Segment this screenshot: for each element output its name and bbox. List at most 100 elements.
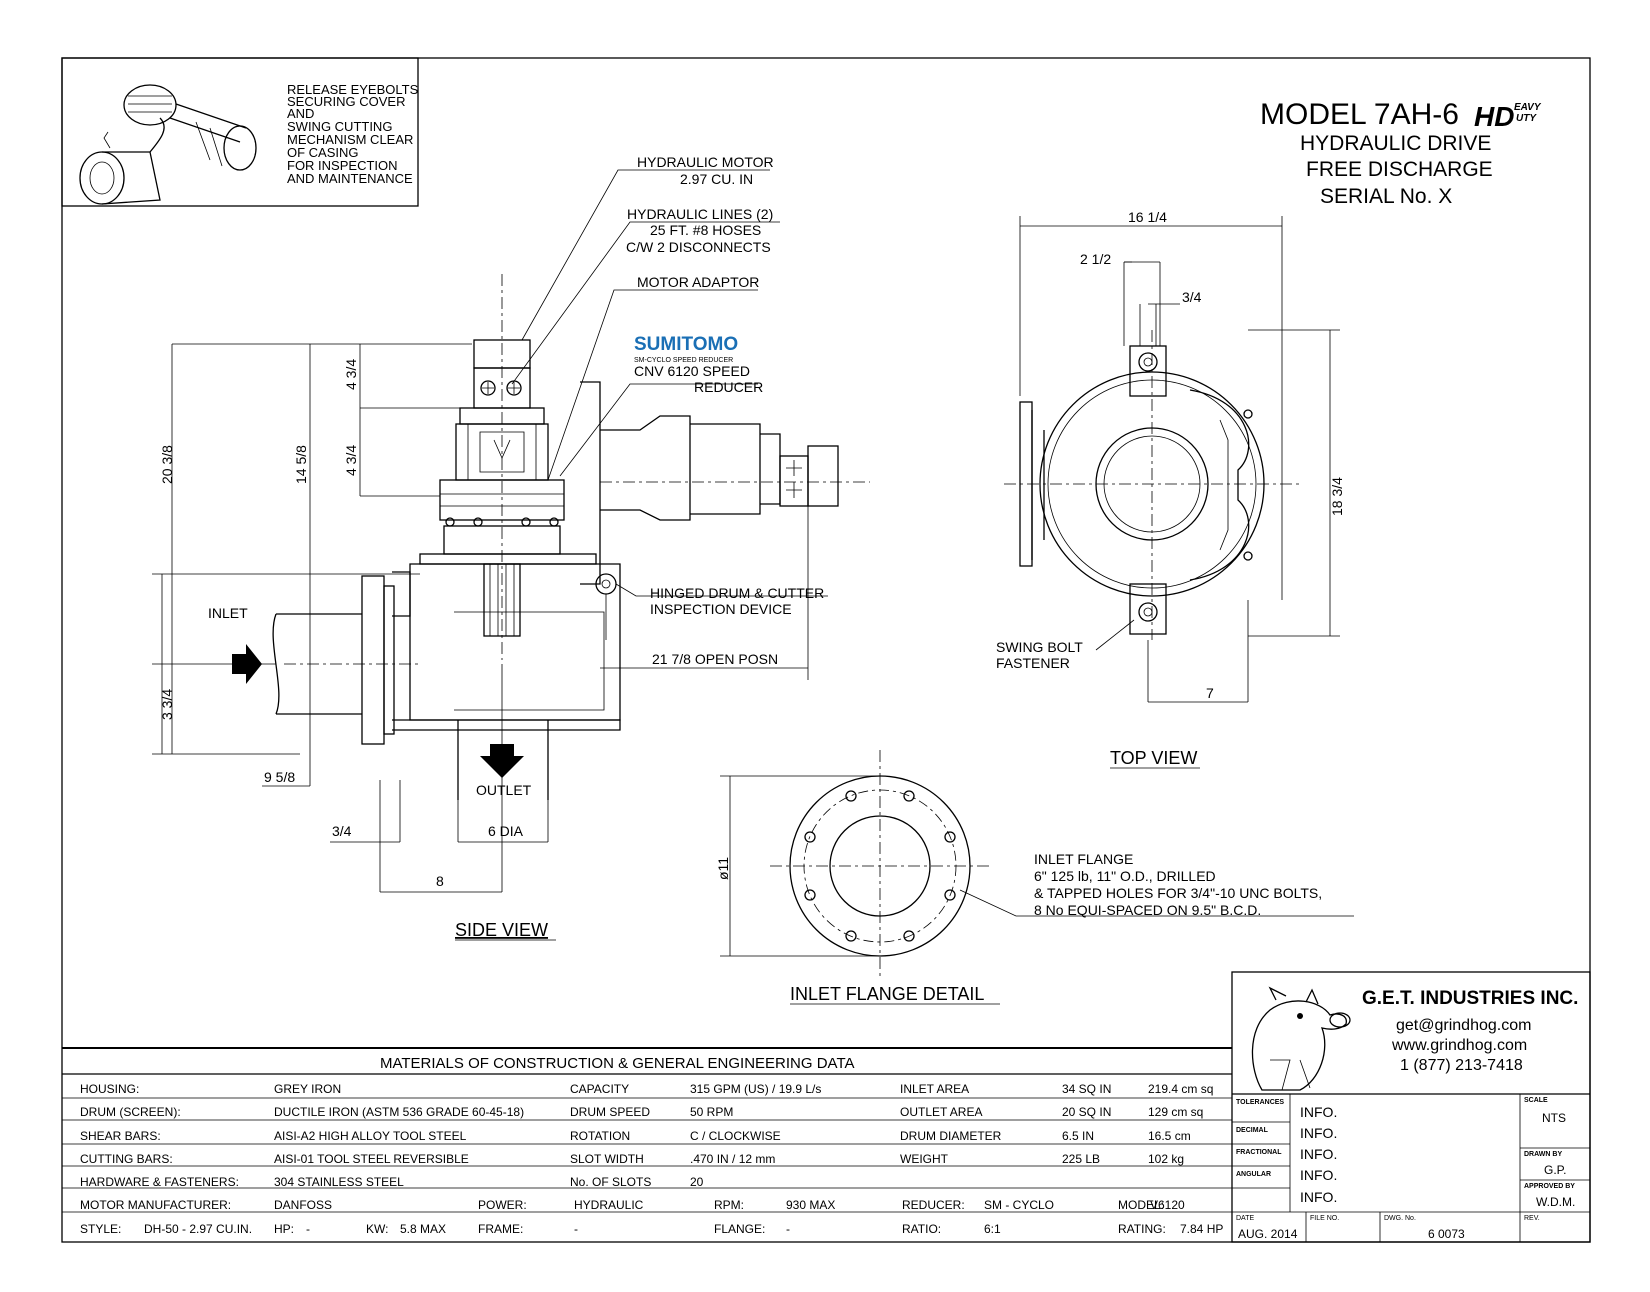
model-title: MODEL 7AH-6	[1260, 98, 1459, 131]
table-cell: SHEAR BARS:	[80, 1129, 161, 1143]
table-cell: 315 GPM (US) / 19.9 L/s	[690, 1082, 821, 1096]
date-label: DATE	[1236, 1215, 1254, 1222]
note-line: AND	[287, 106, 314, 121]
hd-logo: HD EAVY UTY	[1474, 101, 1542, 132]
table-cell: HARDWARE & FASTENERS:	[80, 1175, 239, 1189]
table-cell: 20 SQ IN	[1062, 1105, 1111, 1119]
callout-reducer-2: REDUCER	[694, 379, 763, 395]
note-line: MECHANISM CLEAR	[287, 132, 413, 147]
title-line2: FREE DISCHARGE	[1306, 158, 1493, 181]
callout-motor-adaptor: MOTOR ADAPTOR	[637, 274, 759, 290]
file-label: FILE NO.	[1310, 1215, 1339, 1222]
approved-value: W.D.M.	[1536, 1195, 1575, 1209]
rev-label: REV.	[1524, 1215, 1540, 1222]
dim-4-3-4-b: 4 3/4	[343, 445, 359, 476]
drawn-value: G.P.	[1544, 1163, 1566, 1177]
title-line3: SERIAL No. X	[1320, 185, 1452, 208]
dim-7: 7	[1206, 685, 1214, 701]
dim-14-5-8: 14 5/8	[293, 445, 309, 484]
table-cell: 50 RPM	[690, 1105, 733, 1119]
table-cell: 5.8 MAX	[400, 1222, 446, 1236]
callout-hyd-motor-2: 2.97 CU. IN	[680, 171, 753, 187]
callout-swing-bolt: SWING BOLT	[996, 639, 1083, 655]
table-cell: CUTTING BARS:	[80, 1152, 173, 1166]
dim-20-3-8: 20 3/8	[159, 445, 175, 484]
table-cell: RPM:	[714, 1198, 744, 1212]
grindhog-logo-icon	[1251, 986, 1351, 1091]
table-cell: 20	[690, 1175, 704, 1189]
table-cell: No. OF SLOTS	[570, 1175, 651, 1189]
callout-hinged-2: INSPECTION DEVICE	[650, 601, 792, 617]
table-cell: -	[574, 1222, 578, 1236]
company-name: G.E.T. INDUSTRIES INC.	[1362, 988, 1578, 1009]
dim-3-3-4: 3 3/4	[159, 689, 175, 720]
note-line: SECURING COVER	[287, 94, 405, 109]
hd-logo-letters: HD	[1474, 101, 1514, 132]
table-cell: DRUM DIAMETER	[900, 1129, 1002, 1143]
table-cell: 7.84 HP	[1180, 1222, 1223, 1236]
table-cell: MOTOR MANUFACTURER:	[80, 1198, 231, 1212]
table-cell: WEIGHT	[900, 1152, 949, 1166]
table-cell: AISI-A2 HIGH ALLOY TOOL STEEL	[274, 1129, 467, 1143]
table-cell: 6:1	[984, 1222, 1001, 1236]
materials-table: MATERIALS OF CONSTRUCTION & GENERAL ENGI…	[62, 1047, 1232, 1213]
table-cell: .470 IN / 12 mm	[690, 1152, 775, 1166]
callout-reducer: CNV 6120 SPEED	[634, 363, 750, 379]
table-cell: 6.5 IN	[1062, 1129, 1094, 1143]
dwg-label: DWG. No.	[1384, 1215, 1416, 1222]
table-cell: C / CLOCKWISE	[690, 1129, 781, 1143]
view-labels: SIDE VIEW TOP VIEW INLET FLANGE DETAIL	[455, 748, 1200, 1005]
flange-note-4: 8 No EQUI-SPACED ON 9.5" B.C.D.	[1034, 902, 1261, 918]
table-cell: DUCTILE IRON (ASTM 536 GRADE 60-45-18)	[274, 1105, 524, 1119]
scale-label: SCALE	[1524, 1097, 1548, 1104]
frac-label: FRACTIONAL	[1236, 1149, 1282, 1156]
table-cell: 102 kg	[1148, 1152, 1184, 1166]
table-cell: HP:	[274, 1222, 294, 1236]
table-cell: 219.4 cm sq	[1148, 1082, 1213, 1096]
table-cell: RATING:	[1118, 1222, 1166, 1236]
scale-value: NTS	[1542, 1111, 1566, 1125]
callout-leaders	[511, 169, 828, 597]
title-line1: HYDRAULIC DRIVE	[1300, 132, 1491, 155]
sheet-border	[61, 57, 1591, 1243]
flange-note-3: & TAPPED HOLES FOR 3/4"-10 UNC BOLTS,	[1034, 885, 1322, 901]
frac-info: INFO.	[1300, 1146, 1337, 1162]
hd-logo-eavy: EAVY	[1514, 102, 1542, 113]
dim-6-dia: 6 DIA	[488, 823, 524, 839]
label-side-view: SIDE VIEW	[455, 920, 548, 940]
table-cell: ROTATION	[570, 1129, 630, 1143]
table-cell: KW:	[366, 1222, 388, 1236]
dim-4-3-4-a: 4 3/4	[343, 359, 359, 390]
table-cell: 129 cm sq	[1148, 1105, 1203, 1119]
sumitomo-logo: SUMITOMO	[634, 334, 738, 355]
callout-text: HYDRAULIC MOTOR 2.97 CU. IN HYDRAULIC LI…	[208, 154, 1322, 918]
note-line: FOR INSPECTION	[287, 158, 398, 173]
table-cell: INLET AREA	[900, 1082, 969, 1096]
table-cell: CAPACITY	[570, 1082, 629, 1096]
top-view	[1004, 216, 1340, 703]
table-cell: DH-50 - 2.97 CU.IN.	[144, 1222, 252, 1236]
ang-info: INFO.	[1300, 1167, 1337, 1183]
table-cell: HOUSING:	[80, 1082, 139, 1096]
table-cell: 16.5 cm	[1148, 1129, 1191, 1143]
callout-swing-bolt-2: FASTENER	[996, 655, 1070, 671]
table-cell: REDUCER:	[902, 1198, 965, 1212]
inlet-flange-detail	[720, 750, 1354, 980]
dec-info: INFO.	[1300, 1125, 1337, 1141]
note-box	[61, 57, 419, 207]
dec-label: DECIMAL	[1236, 1127, 1269, 1134]
grinder-sketch-icon	[79, 84, 257, 205]
callout-hinged: HINGED DRUM & CUTTER	[650, 585, 824, 601]
label-inlet: INLET	[208, 605, 248, 621]
label-top-view: TOP VIEW	[1110, 748, 1197, 768]
table-cell: SLOT WIDTH	[570, 1152, 644, 1166]
dim-18-3-4: 18 3/4	[1329, 477, 1345, 516]
dim-8: 8	[436, 873, 444, 889]
table-cell: DRUM SPEED	[570, 1105, 650, 1119]
bolt-holes	[804, 790, 956, 942]
tol-label: TOLERANCES	[1236, 1099, 1284, 1106]
extra-info: INFO.	[1300, 1189, 1337, 1205]
callout-hyd-lines: HYDRAULIC LINES (2)	[627, 206, 773, 222]
